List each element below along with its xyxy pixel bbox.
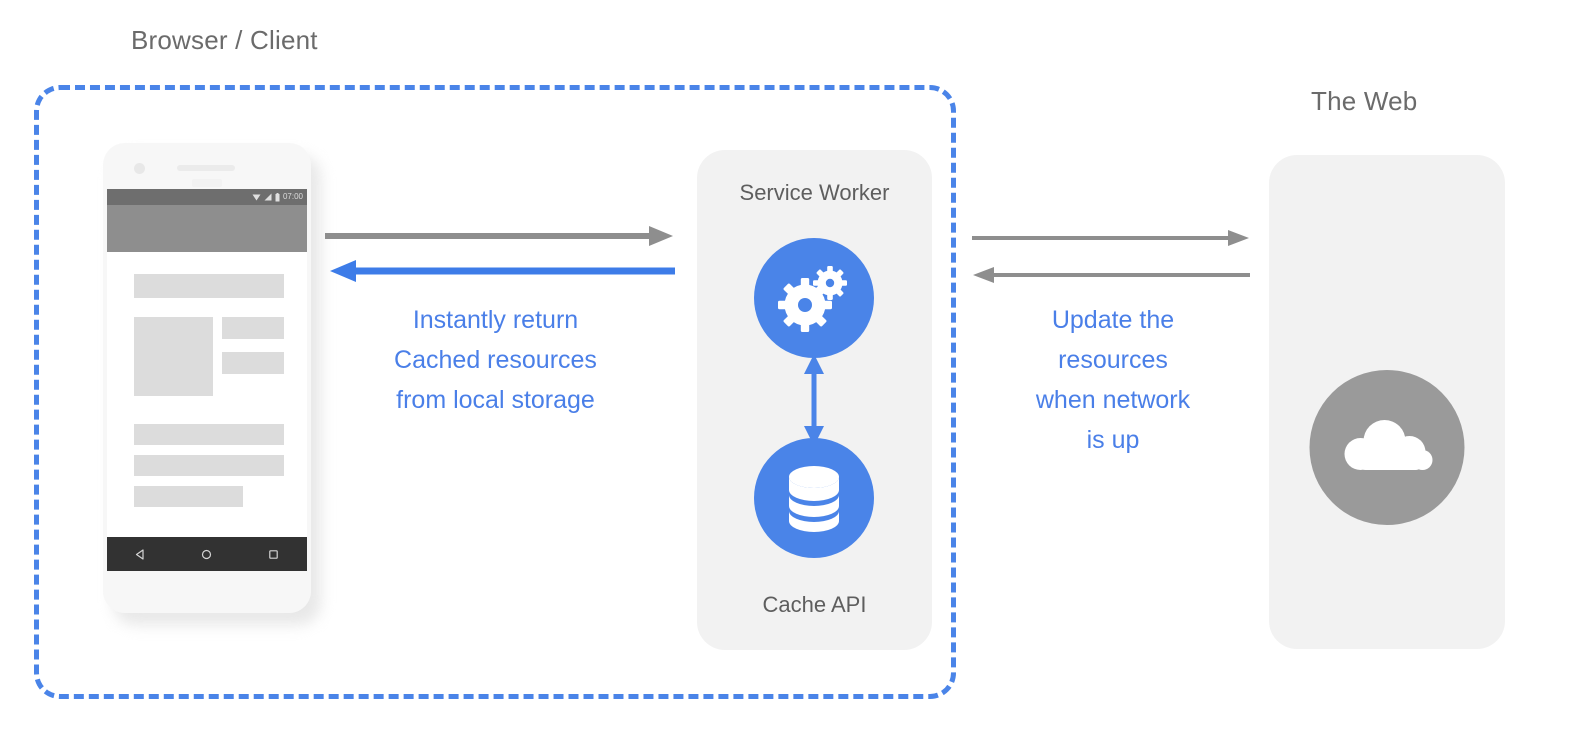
content-placeholder-block xyxy=(134,274,284,298)
arrow-service-worker-to-web xyxy=(972,230,1249,246)
service-worker-icon-circle xyxy=(754,238,874,358)
phone-chin xyxy=(103,571,311,613)
phone-speaker-grille xyxy=(177,165,235,171)
phone-brand-mark xyxy=(192,179,222,187)
content-placeholder-block xyxy=(134,455,284,476)
phone-app-bar xyxy=(107,205,307,252)
content-placeholder-block xyxy=(134,486,243,507)
battery-icon xyxy=(275,192,280,201)
home-circle-icon[interactable] xyxy=(200,548,213,561)
phone-screen: 07:00 xyxy=(107,189,307,571)
annotation-update-resources: Update the resources when network is up xyxy=(1035,306,1191,454)
phone-navigation-bar xyxy=(107,537,307,571)
browser-client-label: Browser / Client xyxy=(131,25,318,55)
client-boundary-box xyxy=(34,85,956,699)
wifi-icon xyxy=(252,194,261,201)
service-worker-title: Service Worker xyxy=(739,180,890,205)
cache-api-icon-circle xyxy=(754,438,874,558)
content-placeholder-block xyxy=(134,317,213,396)
gears-icon xyxy=(778,266,847,332)
cache-api-title: Cache API xyxy=(762,592,867,617)
arrow-service-worker-to-client xyxy=(330,260,675,282)
phone-content-area xyxy=(107,252,307,537)
phone-camera-icon xyxy=(134,163,145,174)
service-worker-panel: Service Worker xyxy=(697,150,932,650)
signal-icon xyxy=(264,193,272,201)
phone-body: 07:00 xyxy=(103,143,311,613)
phone-mockup: 07:00 xyxy=(103,143,321,625)
cloud-icon xyxy=(1344,419,1432,470)
annotation-cached-resources: Instantly return Cached resources from l… xyxy=(394,306,597,414)
phone-status-bar: 07:00 xyxy=(107,189,307,205)
arrow-client-to-service-worker xyxy=(325,226,673,246)
the-web-label: The Web xyxy=(1311,86,1418,116)
service-worker-cache-connector-arrow xyxy=(804,354,824,446)
content-placeholder-block xyxy=(222,352,284,374)
recents-square-icon[interactable] xyxy=(267,548,280,561)
database-icon xyxy=(789,466,839,532)
web-cloud-icon-circle xyxy=(1309,370,1465,525)
back-triangle-icon[interactable] xyxy=(134,548,147,561)
content-placeholder-block xyxy=(222,317,284,339)
the-web-panel xyxy=(1269,155,1505,649)
status-bar-time: 07:00 xyxy=(282,192,303,201)
arrow-web-to-service-worker xyxy=(973,267,1250,283)
content-placeholder-block xyxy=(134,424,284,445)
